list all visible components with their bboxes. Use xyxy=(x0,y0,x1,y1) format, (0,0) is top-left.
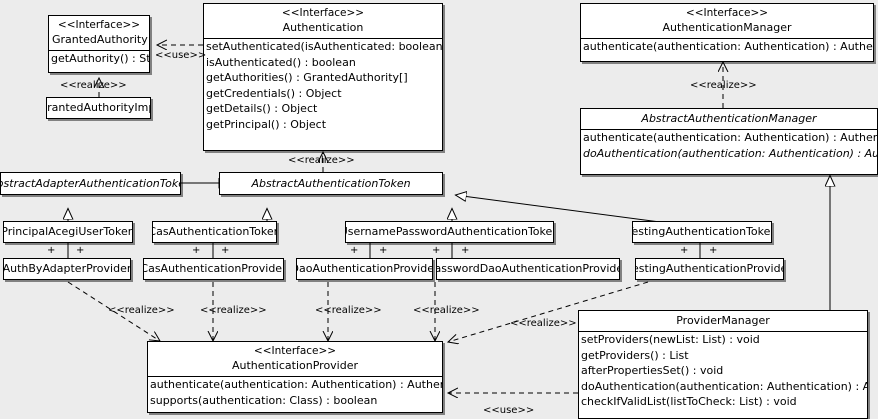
divider xyxy=(581,38,873,39)
class-auth-by-adapter-provider[interactable]: AuthByAdapterProvider xyxy=(3,258,131,280)
operations: getAuthority() : String xyxy=(49,51,149,67)
class-header: <<Interface>> GrantedAuthority xyxy=(49,16,149,50)
class-principal-acegi-user-token[interactable]: PrincipalAcegiUserToken xyxy=(3,221,133,243)
operation: getAuthority() : String xyxy=(51,52,149,65)
multiplicity-marker: + xyxy=(461,245,470,256)
class-testing-authentication-provider[interactable]: TestingAuthenticationProvider xyxy=(635,258,784,280)
operation: setProviders(newList: List) : void xyxy=(581,333,760,346)
operation: checkIfValidList(listToCheck: List) : vo… xyxy=(581,395,797,409)
multiplicity-marker: + xyxy=(76,245,85,256)
class-name: AbstractAdapterAuthenticationToken xyxy=(1,176,180,190)
edge-label-realize-cas: <<realize>> xyxy=(200,305,267,316)
class-name: CasAuthenticationToken xyxy=(152,225,277,238)
multiplicity-marker: + xyxy=(221,245,230,256)
class-header: <<Interface>> AuthenticationProvider xyxy=(148,342,442,376)
divider xyxy=(579,331,867,332)
edge-label-realize-provider-manager: <<realize>> xyxy=(510,318,577,329)
operations: setAuthenticated(isAuthenticated: boolea… xyxy=(204,39,442,133)
multiplicity-marker: + xyxy=(47,245,56,256)
class-name: PrincipalAcegiUserToken xyxy=(3,225,133,238)
operation: getAuthorities() : GrantedAuthority[] xyxy=(206,71,408,85)
class-name: TestingAuthenticationToken xyxy=(632,225,772,238)
class-name: AuthByAdapterProvider xyxy=(3,262,131,275)
edge-label-realize-abstract-authentication-manager: <<realize>> xyxy=(690,80,757,91)
class-name: PasswordDaoAuthenticationProvider xyxy=(436,262,620,275)
operation: doAuthentication(authentication: Authent… xyxy=(583,146,877,160)
stereotype: <<Interface>> xyxy=(253,345,337,357)
class-password-dao-authentication-provider[interactable]: PasswordDaoAuthenticationProvider xyxy=(436,258,620,280)
class-granted-authority[interactable]: <<Interface>> GrantedAuthority getAuthor… xyxy=(48,15,150,73)
operation: setAuthenticated(isAuthenticated: boolea… xyxy=(206,40,443,53)
operation: authenticate(authentication: Authenticat… xyxy=(583,131,877,144)
operation: supports(authentication: Class) : boolea… xyxy=(150,393,378,407)
multiplicity-marker: + xyxy=(350,245,359,256)
stereotype: <<Interface>> xyxy=(685,7,769,19)
class-name: AuthenticationProvider xyxy=(231,359,359,372)
multiplicity-marker: + xyxy=(432,245,441,256)
class-authentication-manager[interactable]: <<Interface>> AuthenticationManager auth… xyxy=(580,3,874,62)
edge-label-use-provider-manager: <<use>> xyxy=(483,405,535,416)
class-cas-authentication-token[interactable]: CasAuthenticationToken xyxy=(152,221,277,243)
edge-label-realize-granted-authority-impl: <<realize>> xyxy=(60,80,127,91)
class-granted-authority-impl[interactable]: GrantedAuthorityImpl xyxy=(46,97,151,119)
class-header: <<Interface>> AuthenticationManager xyxy=(581,4,873,38)
multiplicity-marker: + xyxy=(680,245,689,256)
operations: authenticate(authentication: Authenticat… xyxy=(581,39,873,55)
operation: authenticate(authentication: Authenticat… xyxy=(150,378,442,391)
class-name: CasAuthenticationProvider xyxy=(143,262,284,275)
class-authentication[interactable]: <<Interface>> Authentication setAuthenti… xyxy=(203,3,443,151)
class-abstract-authentication-manager[interactable]: AbstractAuthenticationManager authentica… xyxy=(580,108,878,175)
stereotype: <<Interface>> xyxy=(281,7,365,19)
edge-label-realize-auth-by-adapter: <<realize>> xyxy=(108,305,175,316)
class-cas-authentication-provider[interactable]: CasAuthenticationProvider xyxy=(143,258,284,280)
class-abstract-authentication-token[interactable]: AbstractAuthenticationToken xyxy=(219,172,443,195)
class-username-password-authentication-token[interactable]: UsernamePasswordAuthenticationToken xyxy=(345,221,554,243)
edge-label-realize-authentication-token: <<realize>> xyxy=(288,155,355,166)
class-header: ProviderManager xyxy=(579,311,867,331)
operations: authenticate(authentication: Authenticat… xyxy=(148,377,442,408)
multiplicity-marker: + xyxy=(709,245,718,256)
operations: setProviders(newList: List) : void getPr… xyxy=(579,332,867,410)
class-authentication-provider[interactable]: <<Interface>> AuthenticationProvider aut… xyxy=(147,341,443,413)
class-provider-manager[interactable]: ProviderManager setProviders(newList: Li… xyxy=(578,310,868,419)
class-testing-authentication-token[interactable]: TestingAuthenticationToken xyxy=(632,221,772,243)
multiplicity-marker: + xyxy=(379,245,388,256)
multiplicity-marker: + xyxy=(192,245,201,256)
operation: getDetails() : Object xyxy=(206,102,318,116)
class-dao-authentication-provider[interactable]: DaoAuthenticationProvider xyxy=(296,258,433,280)
operation: afterPropertiesSet() : void xyxy=(581,364,724,378)
class-name: Authentication xyxy=(282,21,364,34)
class-name: AuthenticationManager xyxy=(662,21,792,34)
class-name: DaoAuthenticationProvider xyxy=(296,262,433,275)
class-name: GrantedAuthorityImpl xyxy=(47,101,150,114)
class-name: AbstractAuthenticationToken xyxy=(251,176,411,190)
divider xyxy=(49,50,149,51)
stereotype: <<Interface>> xyxy=(57,19,141,31)
edge-label-realize-dao: <<realize>> xyxy=(315,305,382,316)
operation: isAuthenticated() : boolean xyxy=(206,55,356,69)
class-name: TestingAuthenticationProvider xyxy=(635,262,784,275)
class-name: ProviderManager xyxy=(676,314,770,327)
operation: doAuthentication(authentication: Authent… xyxy=(581,379,867,393)
operation: getCredentials() : Object xyxy=(206,86,342,100)
divider xyxy=(204,38,442,39)
operations: authenticate(authentication: Authenticat… xyxy=(581,130,877,161)
divider xyxy=(148,376,442,377)
operation: getProviders() : List xyxy=(581,348,689,362)
edge-label-use-granted-authority: <<use>> xyxy=(155,50,207,61)
class-header: AbstractAuthenticationManager xyxy=(581,109,877,129)
divider xyxy=(581,129,877,130)
class-header: <<Interface>> Authentication xyxy=(204,4,442,38)
class-name: UsernamePasswordAuthenticationToken xyxy=(345,225,554,238)
class-name: GrantedAuthority xyxy=(52,33,148,46)
class-name: AbstractAuthenticationManager xyxy=(641,112,817,125)
operation: getPrincipal() : Object xyxy=(206,117,327,131)
class-abstract-adapter-authentication-token[interactable]: AbstractAdapterAuthenticationToken xyxy=(0,172,181,195)
edge-label-realize-password-dao: <<realize>> xyxy=(413,305,480,316)
operation: authenticate(authentication: Authenticat… xyxy=(583,40,873,53)
